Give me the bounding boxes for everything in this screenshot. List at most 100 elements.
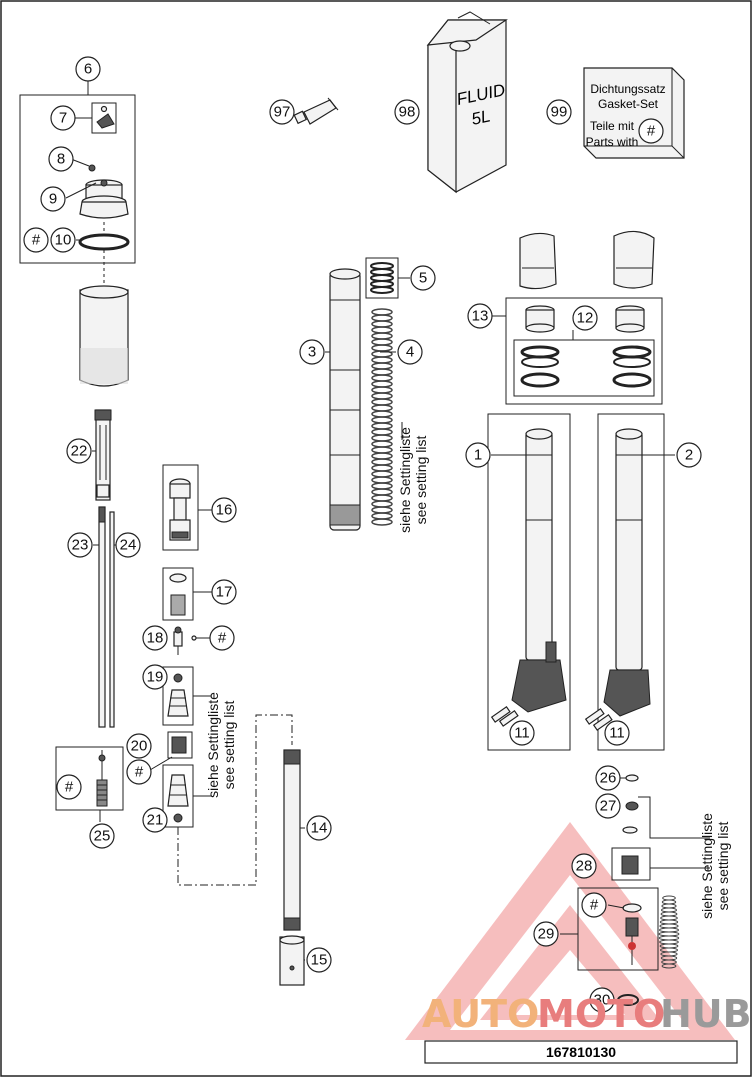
part-29-box: [577, 887, 659, 971]
callout-circle: [126, 733, 152, 759]
callout-number: 17: [216, 584, 233, 601]
callout-circle: [211, 497, 237, 523]
callout-circle: [89, 823, 115, 849]
shim: [659, 939, 679, 945]
callout-c10-5: 10: [50, 227, 76, 253]
spring-coil: [371, 368, 393, 376]
spring-coil: [371, 488, 393, 496]
shim: [660, 915, 678, 921]
callout-c21-18: 21: [142, 807, 168, 833]
callout-c30-39: 30: [589, 987, 615, 1013]
callout-c15-20: 15: [306, 947, 332, 973]
callout-circle: [306, 947, 332, 973]
callout-c26-34: 26: [595, 765, 621, 791]
shim: [660, 911, 678, 917]
part-25-box: [55, 746, 124, 811]
callout-c13-28: 13: [467, 303, 493, 329]
part-18-valve: [173, 631, 183, 647]
spring-coil: [371, 428, 393, 436]
callout-number: 11: [609, 725, 625, 742]
callout-circle: [142, 807, 168, 833]
shim: [662, 895, 676, 901]
spring-coil: [371, 500, 393, 508]
callout-number: 18: [147, 630, 164, 647]
setting-note-english-2: see setting list: [715, 822, 731, 911]
callout-c27-35: 27: [595, 793, 621, 819]
callout-circle: [306, 815, 332, 841]
spring-coil: [371, 386, 393, 394]
callout-c25-10: 25: [89, 823, 115, 849]
callout-circle: [23, 227, 49, 253]
callout-hash-37: #: [581, 892, 607, 918]
callout-number: 97: [274, 104, 291, 121]
callout-c5-23: 5: [410, 265, 436, 291]
gasket-line-4: Parts with: [586, 135, 639, 149]
callout-number: 3: [308, 344, 316, 361]
callout-c3-21: 3: [299, 339, 325, 365]
callout-circle: [66, 438, 92, 464]
part-1-leg-box: [487, 413, 571, 751]
callout-number: 28: [576, 858, 593, 875]
fluid-can-label-2: 5L: [470, 106, 492, 129]
spring-coil: [371, 380, 393, 388]
callout-number: 11: [514, 725, 530, 742]
callout-circle: [581, 892, 607, 918]
callout-c7-1: 7: [50, 105, 76, 131]
callout-circle: [115, 532, 141, 558]
callout-number: 15: [311, 952, 328, 969]
part-5-spring: [370, 262, 394, 294]
part-15-sleeve: [279, 936, 305, 986]
callout-circle: [126, 759, 152, 785]
part-10-o-ring: [78, 233, 130, 251]
callout-c98-25: 98: [394, 99, 420, 125]
part-29-shim-stack: [658, 895, 680, 969]
bushing-assembly-box: [505, 297, 663, 405]
drawing-number-box: [424, 1040, 738, 1064]
shim: [659, 923, 679, 929]
callout-c1-30: 1: [465, 442, 491, 468]
part-2-fork-leg: [584, 428, 651, 731]
spring-coil: [371, 482, 393, 490]
callout-number: #: [218, 630, 227, 647]
spring-coil: [371, 332, 393, 340]
setting-note-german-3: siehe Settingliste: [205, 692, 221, 798]
callout-number: 1: [474, 447, 482, 464]
setting-note-english-1: see setting list: [413, 436, 429, 525]
callout-number: 7: [59, 110, 67, 127]
shim: [658, 935, 680, 941]
callout-circle: [676, 442, 702, 468]
gasket-line-3: Teile mit: [590, 119, 635, 133]
callout-c29-38: 29: [533, 921, 559, 947]
callout-number: 99: [551, 104, 568, 121]
setting-note-german-2: siehe Settingliste: [699, 813, 715, 919]
spring-coil: [371, 410, 393, 418]
drawing-number: 167810130: [546, 1044, 616, 1060]
callout-c14-19: 14: [306, 815, 332, 841]
callout-number: #: [65, 779, 74, 796]
shim: [659, 919, 679, 925]
part-97-grease-tube: [293, 97, 339, 125]
assembly-path-line: [177, 714, 293, 886]
callout-c97-24: 97: [269, 99, 295, 125]
callout-c11a-32: 11: [509, 720, 535, 746]
callout-circle: [142, 625, 168, 651]
callout-number: 21: [147, 812, 164, 829]
callout-c18-13: 18: [142, 625, 168, 651]
callout-c2-31: 2: [676, 442, 702, 468]
callout-number: 19: [147, 669, 164, 686]
callout-c8-2: 8: [48, 146, 74, 172]
callout-circle: [56, 774, 82, 800]
callout-c16-11: 16: [211, 497, 237, 523]
part-99-gasket-set-box: Dichtungssatz Gasket-Set Teile mit Parts…: [583, 67, 685, 159]
spring-coil: [371, 374, 393, 382]
cap-assembly-box: [19, 94, 136, 264]
spring-coil: [371, 518, 393, 526]
callout-number: #: [135, 764, 144, 781]
callout-number: #: [590, 897, 599, 914]
callout-circle: [67, 532, 93, 558]
callout-circle: [394, 99, 420, 125]
callout-number: 29: [538, 926, 555, 943]
callout-hash-17: #: [126, 759, 152, 785]
shim: [661, 899, 677, 905]
